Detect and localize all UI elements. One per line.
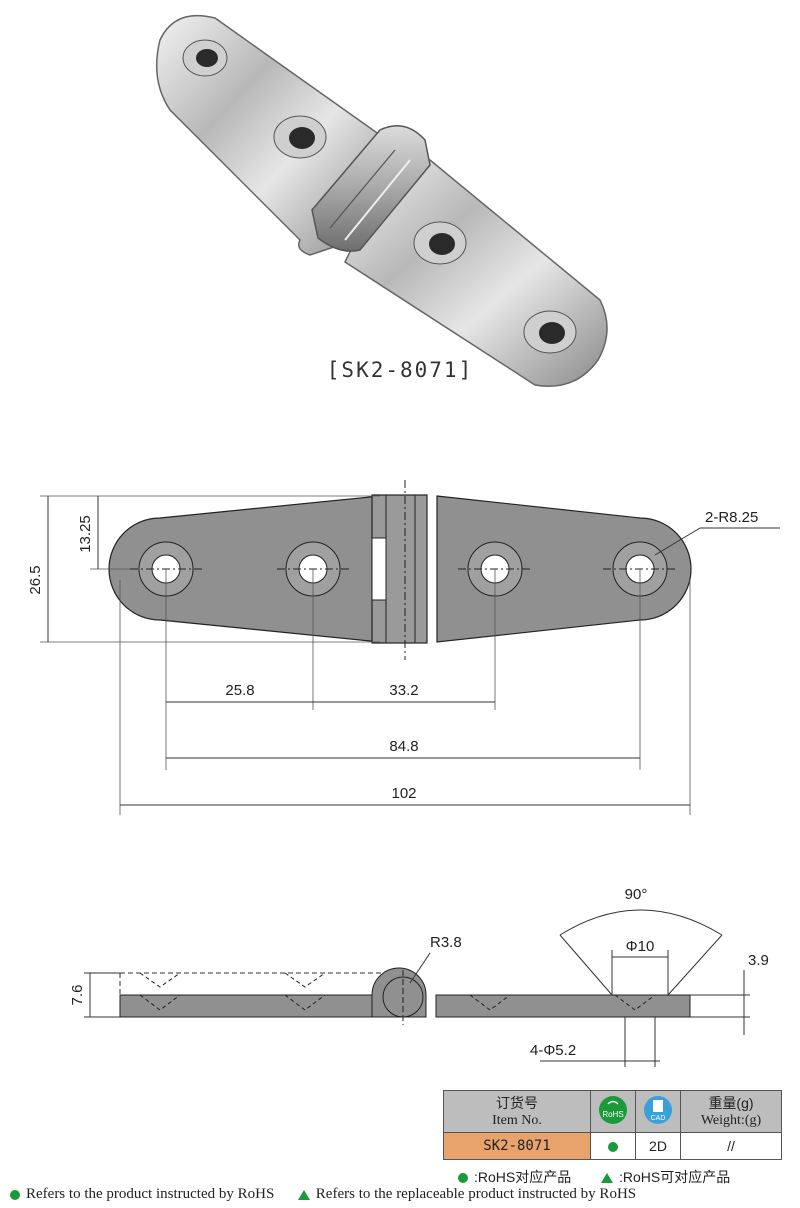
rohs-icon: RoHS bbox=[599, 1095, 627, 1124]
dim-radius: 2-R8.25 bbox=[705, 509, 758, 526]
drawing-side-view: 90° R3.8 Φ10 3.9 7.6 4-Φ5.2 bbox=[69, 886, 769, 1067]
replaceable-triangle-icon bbox=[601, 1173, 614, 1184]
hinge-knuckle bbox=[311, 125, 431, 252]
product-caption: [SK2-8071] bbox=[326, 358, 474, 382]
dim-knuckle-radius: R3.8 bbox=[430, 934, 462, 951]
top-view-left-leaf bbox=[108, 495, 381, 643]
dim-holes: 4-Φ5.2 bbox=[530, 1042, 576, 1059]
dim-half-height: 13.25 bbox=[77, 515, 94, 553]
dim-thickness: 3.9 bbox=[748, 952, 769, 969]
rohs-status bbox=[590, 1132, 636, 1160]
dim-hole-spacing-a: 25.8 bbox=[225, 682, 254, 699]
dim-height-total: 26.5 bbox=[27, 565, 44, 594]
legend-en: Refers to the product instructed by RoHS… bbox=[10, 1186, 636, 1203]
dim-angle: 90° bbox=[625, 886, 648, 903]
col-item-header: 订货号 Item No. bbox=[443, 1090, 591, 1133]
side-view-left-plate bbox=[119, 994, 373, 1018]
rohs-dot-icon bbox=[458, 1173, 468, 1184]
col-weight-header: 重量(g) Weight:(g) bbox=[680, 1090, 782, 1133]
replaceable-triangle-icon bbox=[297, 1189, 310, 1200]
cad-icon: CAD bbox=[644, 1095, 672, 1124]
dim-overall-length: 102 bbox=[391, 785, 416, 802]
spec-table: 订货号 Item No. RoHS CAD 重量(g) Weight:(g) S… bbox=[443, 1090, 782, 1160]
product-photo bbox=[155, 14, 608, 387]
dim-hole-spacing-outer: 84.8 bbox=[389, 738, 418, 755]
rohs-dot-icon bbox=[608, 1142, 618, 1153]
weight-value: // bbox=[680, 1132, 782, 1160]
cad-value: 2D bbox=[635, 1132, 681, 1160]
svg-text:RoHS: RoHS bbox=[602, 1110, 623, 1119]
col-rohs-header: RoHS bbox=[590, 1090, 636, 1133]
item-number: SK2-8071 bbox=[443, 1132, 591, 1160]
col-cad-header: CAD bbox=[635, 1090, 681, 1133]
drawing-top-view: 26.5 13.25 2-R8.25 25.8 33.2 84.8 102 bbox=[27, 480, 780, 815]
legend-cn: :RoHS对应产品 :RoHS可对应产品 bbox=[458, 1167, 730, 1187]
top-view-right-leaf bbox=[436, 495, 692, 643]
dim-counterbore: Φ10 bbox=[626, 938, 655, 955]
svg-text:CAD: CAD bbox=[651, 1115, 666, 1122]
rohs-dot-icon bbox=[10, 1189, 20, 1200]
dim-hole-spacing-b: 33.2 bbox=[389, 682, 418, 699]
dim-total-height: 7.6 bbox=[69, 985, 86, 1006]
side-view-right-plate bbox=[435, 994, 691, 1018]
hinge-holes bbox=[182, 39, 577, 354]
